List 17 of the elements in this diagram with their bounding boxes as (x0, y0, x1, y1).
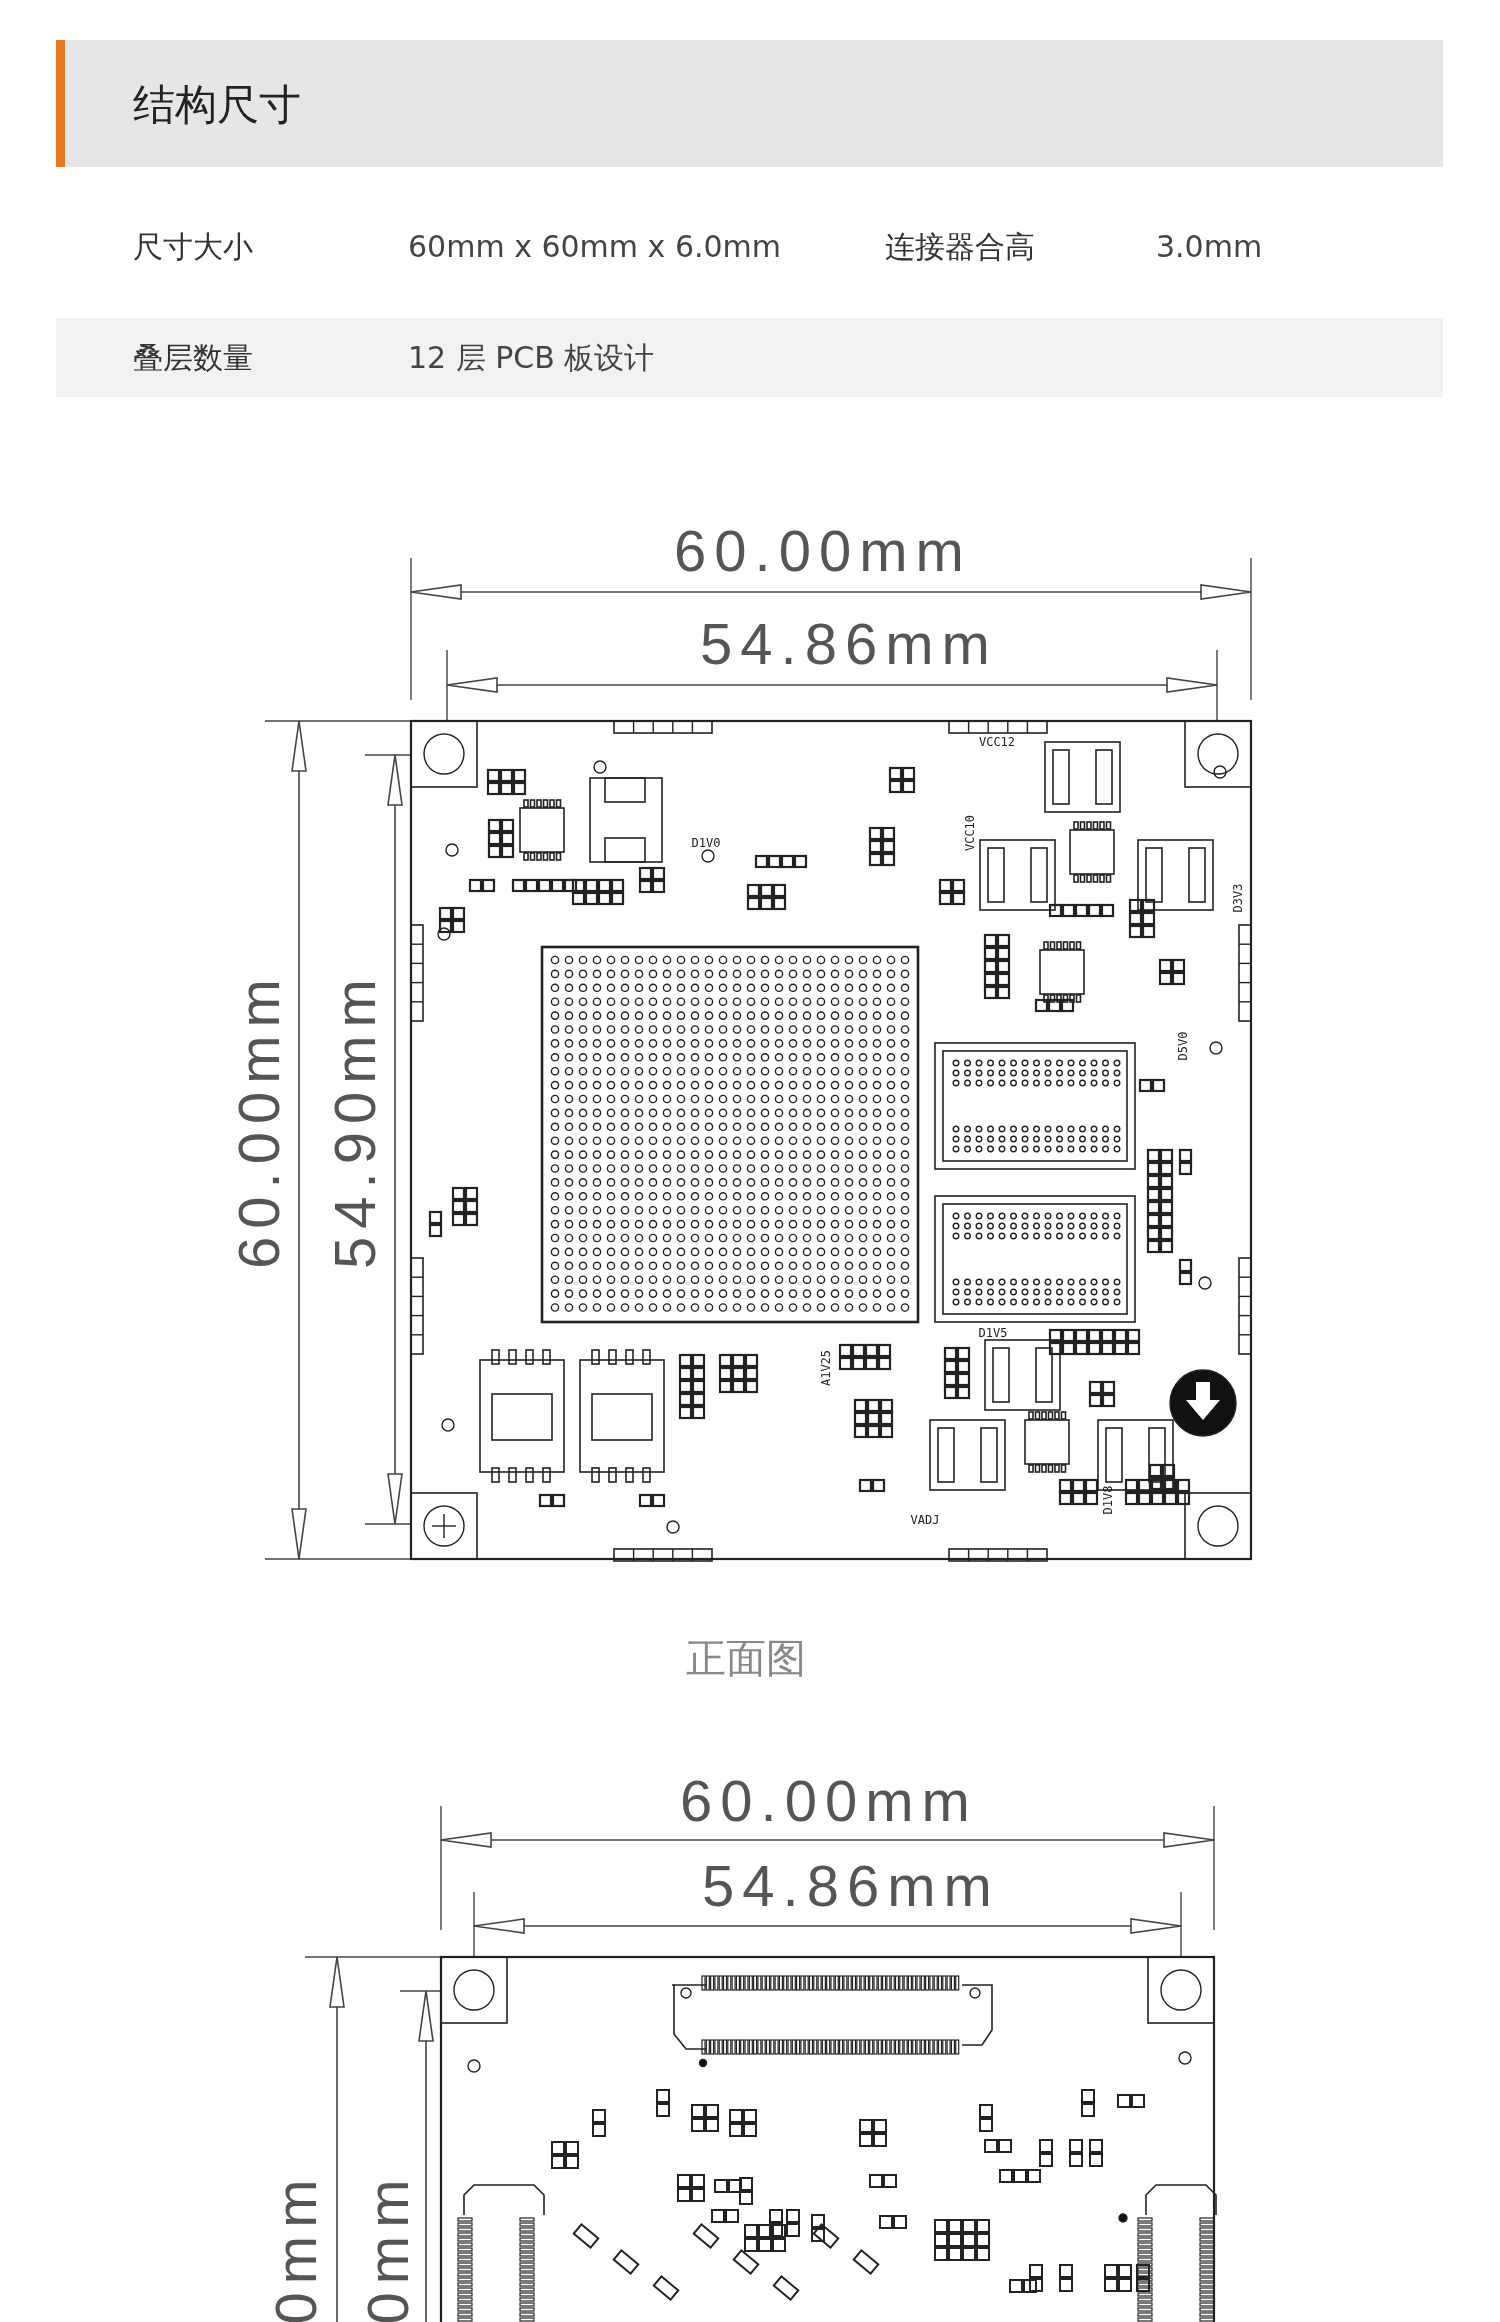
silkscreen-label: D1V8 (1102, 1485, 1114, 1515)
figure-caption: 正面图 (686, 1638, 806, 1678)
silkscreen-label: D5V0 (1177, 1031, 1189, 1061)
silkscreen-label: VADJ (910, 1514, 940, 1526)
table-cell: 叠层数量 (133, 343, 253, 373)
table-cell: 3.0mm (1156, 232, 1263, 262)
silkscreen-label: D1V5 (978, 1327, 1008, 1339)
silkscreen-label: VCC12 (978, 736, 1016, 748)
table-cell: 连接器合高 (885, 232, 1035, 262)
table-cell: 60mm x 60mm x 6.0mm (408, 232, 782, 262)
section-title: 结构尺寸 (133, 84, 301, 126)
silkscreen-label: D3V3 (1232, 883, 1244, 913)
silkscreen-label: D1V0 (691, 837, 721, 849)
table-cell: 尺寸大小 (133, 232, 253, 262)
table-cell: 12 层 PCB 板设计 (408, 343, 655, 373)
silkscreen-label: A1V25 (820, 1349, 832, 1387)
silkscreen-label: VCC10 (964, 814, 976, 852)
